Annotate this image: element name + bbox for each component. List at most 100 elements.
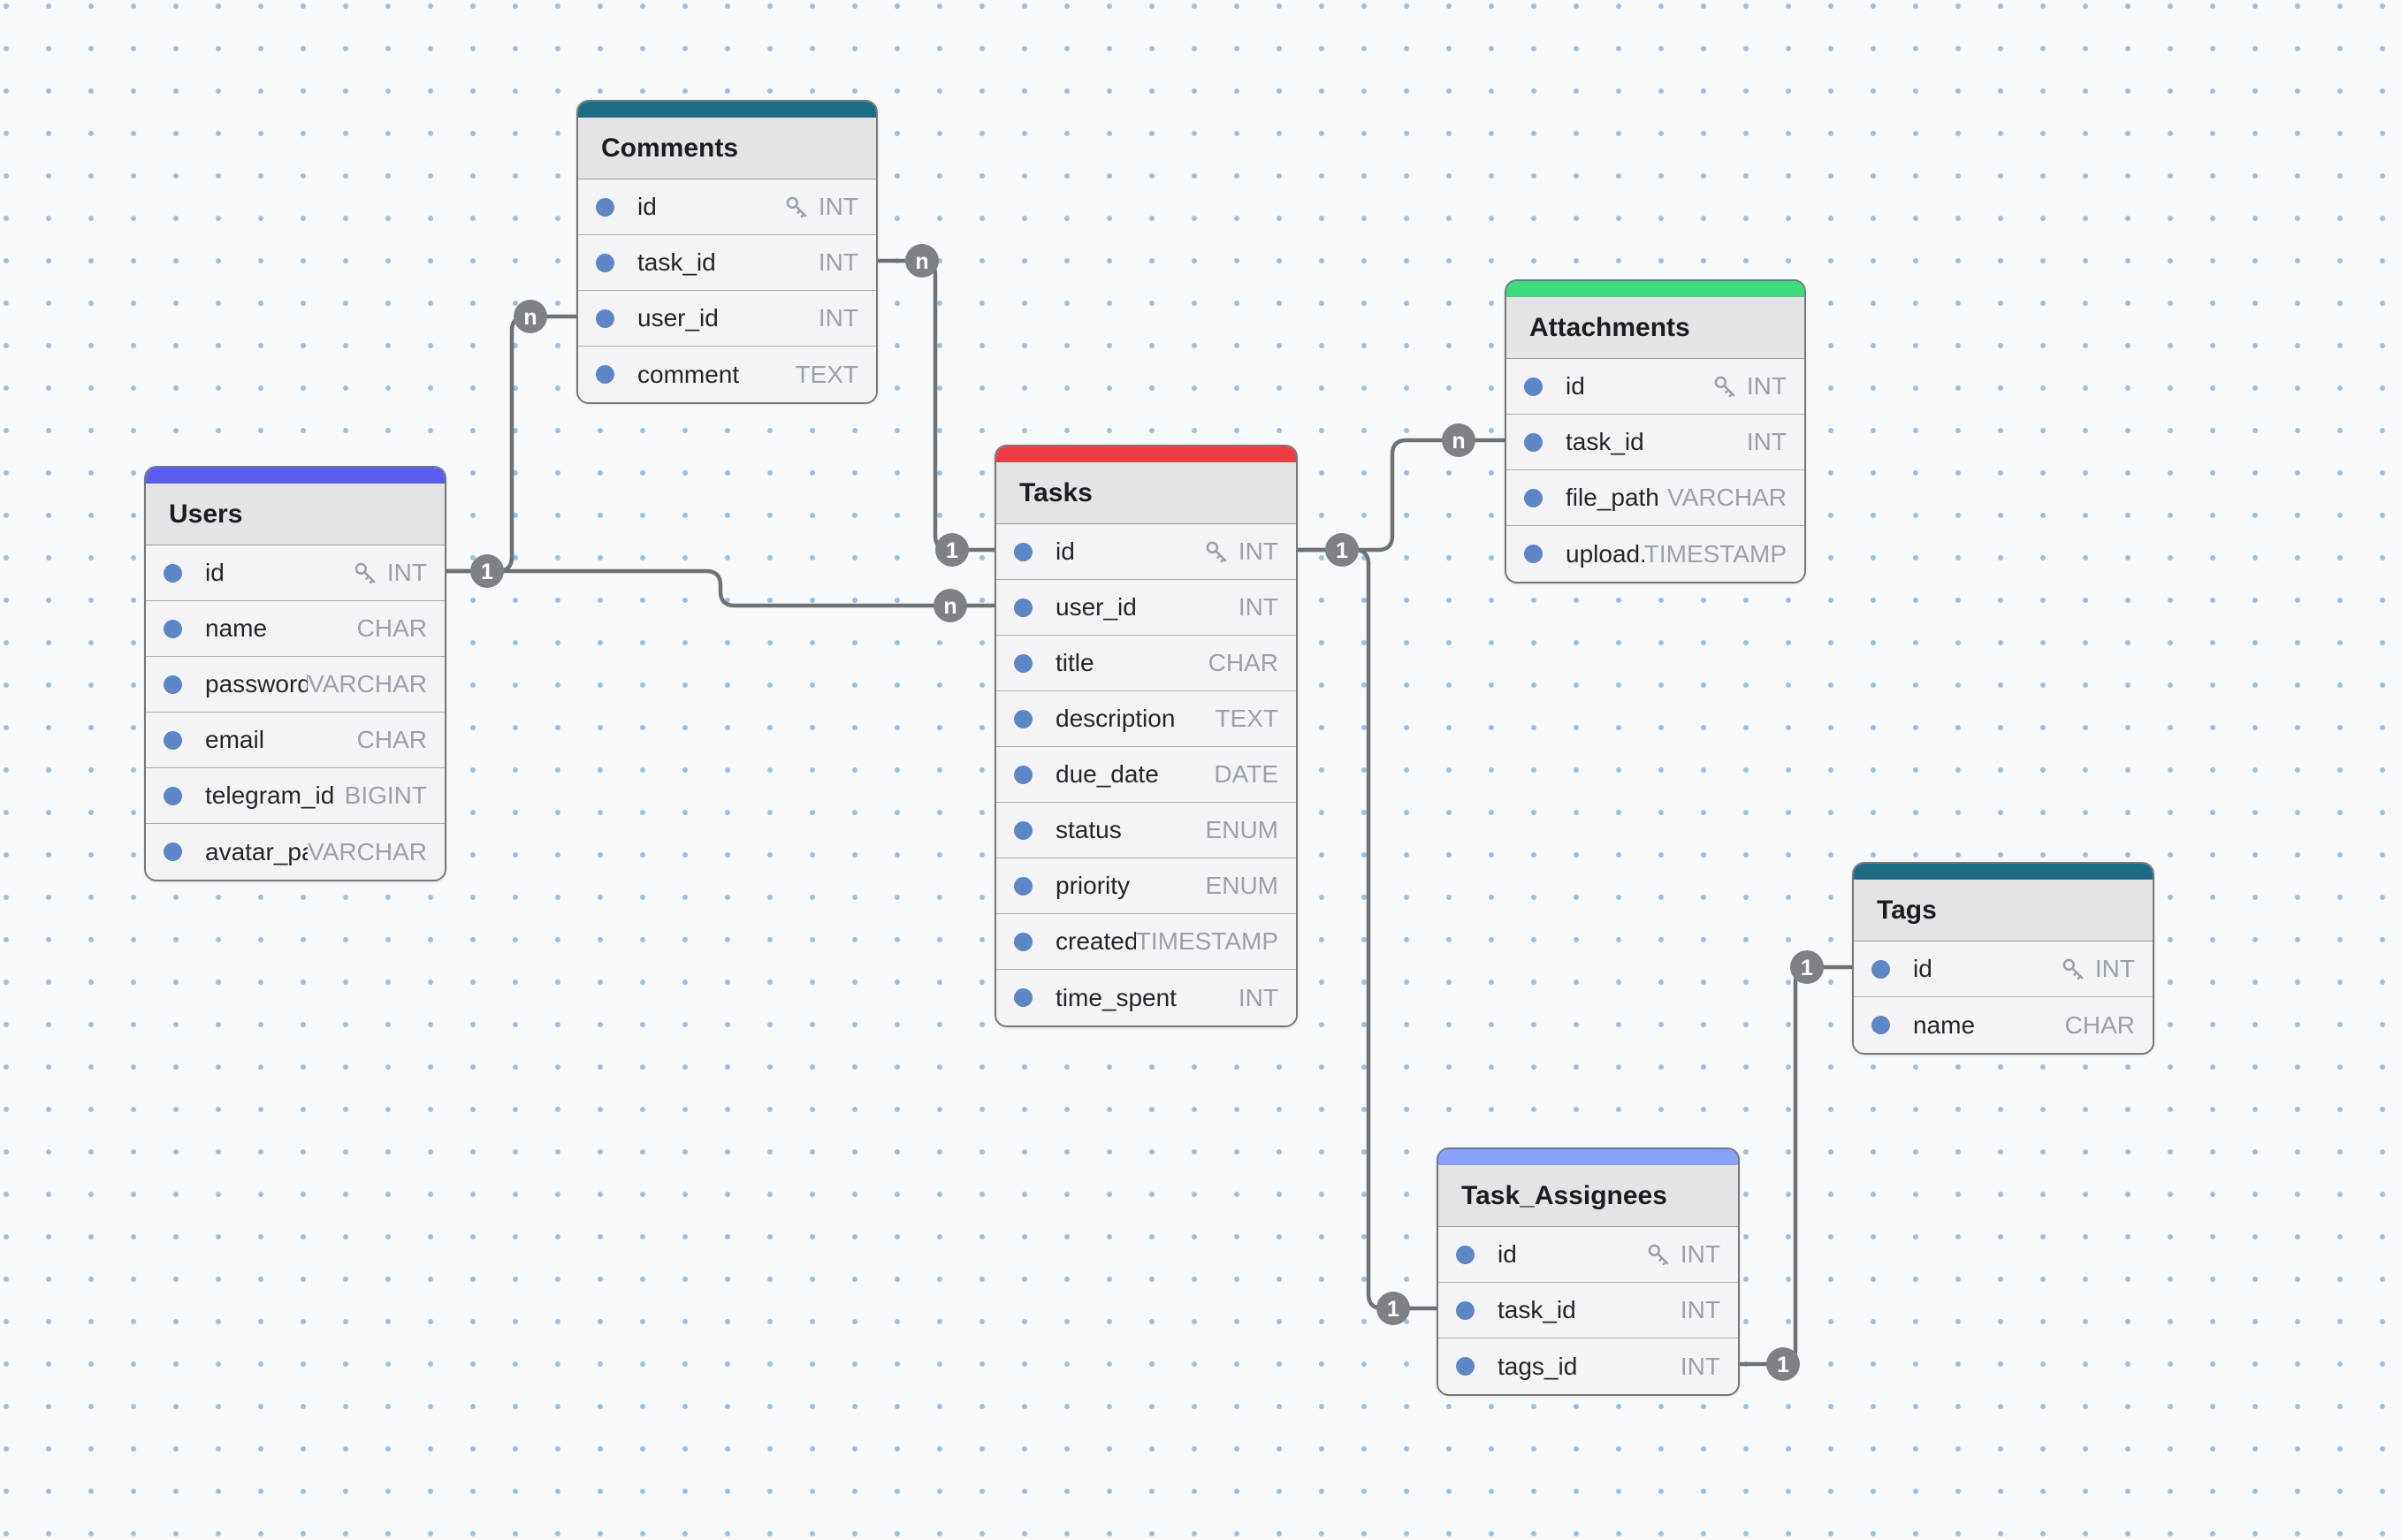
- field-name: user_id: [637, 304, 719, 332]
- field-row-time-spent[interactable]: time_spent INT: [996, 970, 1296, 1025]
- primary-key-icon: [1206, 541, 1227, 562]
- table-rows: id INT task_id INT file_path: [1506, 359, 1804, 582]
- field-row-due-date[interactable]: due_date DATE: [996, 747, 1296, 803]
- table-title: Attachments: [1529, 312, 1690, 342]
- field-type-text: DATE: [1214, 760, 1278, 788]
- relationship-line[interactable]: [875, 258, 997, 553]
- field-dot-icon: [1524, 488, 1543, 507]
- field-type-text: INT: [818, 248, 858, 276]
- field-row-task-id[interactable]: task_id INT: [1438, 1283, 1738, 1338]
- table-tags[interactable]: Tags id INT name CHAR: [1852, 862, 2154, 1055]
- field-type-text: TIMESTAMP: [1135, 927, 1278, 955]
- primary-key-icon: [1648, 1244, 1669, 1265]
- field-row-avatar-pa[interactable]: avatar_pa... VARCHAR: [146, 824, 445, 880]
- field-row-id[interactable]: id INT: [1506, 359, 1804, 415]
- field-name: due_date: [1056, 760, 1159, 788]
- table-color-strip: [146, 468, 445, 484]
- cardinality-badge: n: [934, 589, 967, 622]
- relationship-line[interactable]: [444, 568, 997, 608]
- cardinality-badge-label: 1: [946, 538, 958, 563]
- field-type: INT: [1747, 428, 1787, 456]
- field-name: created...: [1056, 927, 1136, 955]
- table-title: Tags: [1877, 895, 1937, 925]
- field-row-tags-id[interactable]: tags_id INT: [1438, 1338, 1738, 1394]
- field-row-name[interactable]: name CHAR: [146, 601, 445, 657]
- field-dot-icon: [596, 309, 614, 328]
- relationship-line[interactable]: [1295, 547, 1439, 1311]
- field-type-text: INT: [818, 193, 858, 220]
- field-name: telegram_id: [205, 781, 335, 809]
- field-type-text: INT: [1680, 1296, 1720, 1323]
- primary-key-icon: [1714, 376, 1735, 397]
- cardinality-badge: n: [514, 300, 547, 333]
- field-row-priority[interactable]: priority ENUM: [996, 858, 1296, 914]
- field-type: TIMESTAMP: [1644, 540, 1787, 568]
- field-type-text: INT: [1746, 428, 1787, 455]
- field-type: INT: [1239, 593, 1278, 621]
- field-type-text: ENUM: [1205, 816, 1278, 843]
- field-dot-icon: [596, 365, 614, 384]
- field-row-password[interactable]: password VARCHAR: [146, 657, 445, 713]
- table-header: Users: [146, 484, 445, 545]
- cardinality-badge: 1: [935, 533, 969, 567]
- table-title: Comments: [601, 133, 739, 163]
- field-dot-icon: [164, 842, 182, 861]
- field-row-status[interactable]: status ENUM: [996, 803, 1296, 858]
- field-row-id[interactable]: id INT: [1438, 1227, 1738, 1283]
- table-attachments[interactable]: Attachments id INT task_id INT: [1505, 279, 1806, 583]
- field-row-id[interactable]: id INT: [996, 524, 1296, 580]
- field-row-comment[interactable]: comment TEXT: [578, 347, 876, 402]
- field-row-created[interactable]: created... TIMESTAMP: [996, 914, 1296, 970]
- table-header: Attachments: [1506, 297, 1804, 359]
- relationship-line[interactable]: [1295, 438, 1507, 553]
- relationship-line[interactable]: [1737, 964, 1855, 1367]
- field-row-telegram-id[interactable]: telegram_id BIGINT: [146, 768, 445, 824]
- field-dot-icon: [1524, 545, 1543, 563]
- field-type-text: INT: [1680, 1352, 1720, 1380]
- table-tasks[interactable]: Tasks id INT user_id INT: [995, 445, 1298, 1027]
- field-row-name[interactable]: name CHAR: [1854, 997, 2153, 1053]
- cardinality-badge-circle: [1325, 533, 1359, 567]
- field-row-task-id[interactable]: task_id INT: [578, 235, 876, 291]
- field-type: INT: [783, 193, 858, 221]
- field-type-text: INT: [1680, 1240, 1720, 1268]
- cardinality-badge: 1: [1325, 533, 1359, 567]
- cardinality-badge-label: 1: [1387, 1297, 1399, 1322]
- field-dot-icon: [1871, 959, 1890, 979]
- field-type-text: CHAR: [356, 726, 427, 753]
- table-header: Task_Assignees: [1438, 1165, 1738, 1227]
- field-type-text: VARCHAR: [308, 670, 427, 698]
- field-row-id[interactable]: id INT: [1854, 942, 2153, 997]
- field-row-user-id[interactable]: user_id INT: [578, 291, 876, 347]
- primary-key-icon: [786, 196, 807, 217]
- field-row-id[interactable]: id INT: [578, 179, 876, 235]
- table-users[interactable]: Users id INT name CHAR pa: [144, 466, 446, 881]
- field-type: TEXT: [795, 361, 858, 389]
- table-comments[interactable]: Comments id INT task_id INT: [576, 100, 878, 404]
- field-row-file-path[interactable]: file_path VARCHAR: [1506, 470, 1804, 526]
- table-header: Tags: [1854, 880, 2153, 942]
- field-row-task-id[interactable]: task_id INT: [1506, 415, 1804, 470]
- field-type: INT: [1645, 1240, 1720, 1269]
- field-row-email[interactable]: email CHAR: [146, 713, 445, 768]
- field-name: task_id: [637, 248, 716, 276]
- field-type-text: CHAR: [356, 614, 427, 642]
- field-type: INT: [1239, 984, 1278, 1012]
- cardinality-badge-circle: [1376, 1292, 1410, 1325]
- field-row-description[interactable]: description TEXT: [996, 691, 1296, 747]
- field-type: CHAR: [1208, 649, 1278, 677]
- table-rows: id INT task_id INT user_id: [578, 179, 876, 402]
- field-row-upload[interactable]: upload... TIMESTAMP: [1506, 526, 1804, 582]
- primary-key-icon: [354, 562, 376, 583]
- field-name: title: [1056, 649, 1094, 676]
- field-row-id[interactable]: id INT: [146, 545, 445, 601]
- table-rows: id INT name CHAR: [1854, 942, 2153, 1053]
- relationship-line[interactable]: [444, 314, 579, 574]
- cardinality-badge-circle: [935, 533, 969, 567]
- field-row-user-id[interactable]: user_id INT: [996, 580, 1296, 636]
- table-task-assignees[interactable]: Task_Assignees id INT task_id INT: [1437, 1147, 1740, 1396]
- cardinality-badge-label: n: [943, 594, 957, 619]
- field-row-title[interactable]: title CHAR: [996, 636, 1296, 691]
- field-name: name: [205, 614, 268, 642]
